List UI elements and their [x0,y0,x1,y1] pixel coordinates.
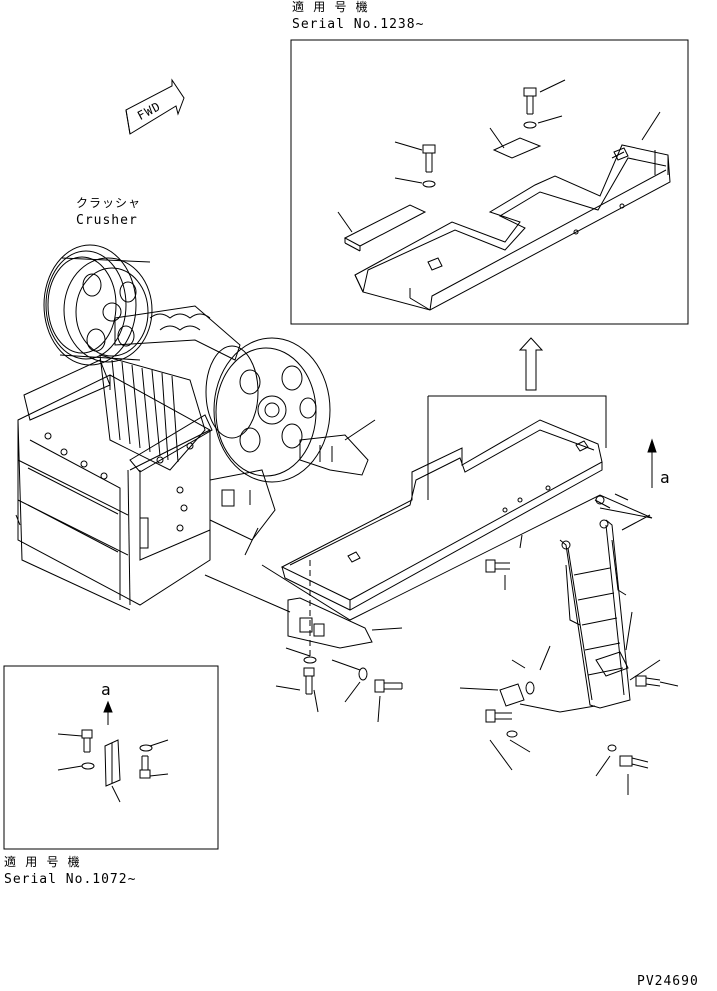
bracket-right [300,435,368,475]
flywheel-right [206,338,330,482]
cover-plate-left [345,205,425,246]
frame-bolts [45,433,193,531]
bracket-lower [210,470,275,540]
hardware [304,494,660,768]
bolt [486,710,512,722]
angle-bracket [105,740,120,786]
crusher-frame [16,375,210,610]
serial-top-jp: 適 用 号 機 [292,0,369,14]
serial-top-en: Serial No.1238~ [292,17,425,32]
inset-bottom [4,666,218,849]
crusher-label-en: Crusher [76,213,138,228]
inset-top-frame [291,40,688,324]
leader-lines [245,420,678,795]
inset-bottom-frame [4,666,218,849]
bolt [375,680,402,692]
flywheel-left [44,245,152,365]
view-arrow-main-head [648,440,656,452]
view-arrow-inset-head [104,702,112,712]
bolt [636,676,660,686]
inset-top [291,40,688,324]
washer [140,745,152,751]
washer [524,122,536,128]
clamp-plate [500,684,524,706]
up-arrow-icon [520,338,542,390]
inset-top-platform [355,145,670,310]
bolt [304,668,314,694]
washer [507,731,517,737]
washer [304,657,316,663]
support-bracket [288,598,372,648]
view-arrow-main-label: a [660,468,671,487]
ladder [560,520,630,708]
bolt [82,730,92,752]
washer [608,745,616,751]
grip-hatch [428,258,442,270]
washer [82,763,94,769]
washer [423,181,435,187]
drawing-number: PV24690 [637,974,699,989]
washer [359,668,367,680]
bolt [524,88,536,114]
main-platform [205,396,652,660]
bolt [486,560,510,572]
bolt [140,756,150,778]
crusher [16,245,368,610]
view-arrow-inset-label: a [101,680,112,699]
serial-bottom-jp: 適 用 号 機 [4,855,81,869]
crusher-jaw [24,306,240,472]
grip-hatch [576,441,588,451]
washer [526,682,534,694]
cover-plate-right [494,138,540,158]
fwd-arrow-icon [126,80,184,134]
serial-bottom-en: Serial No.1072~ [4,872,137,887]
grip-hatch [614,148,628,160]
grip-hatch [348,552,360,562]
bolt [620,756,648,768]
bolt [423,145,435,172]
crusher-label-jp: クラッシャ [76,196,142,210]
